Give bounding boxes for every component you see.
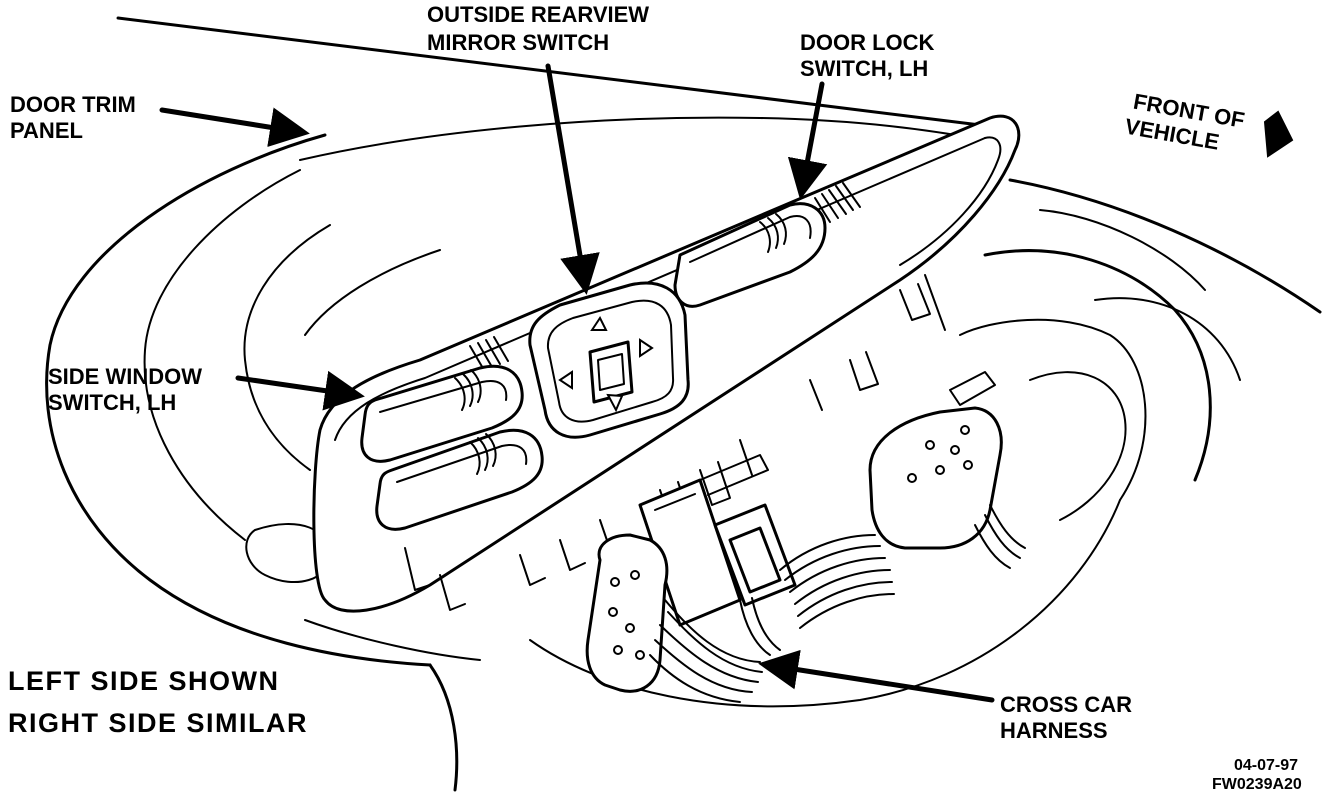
note-side-shown: LEFT SIDE SHOWN RIGHT SIDE SIMILAR: [8, 666, 308, 738]
svg-text:SIDE WINDOW: SIDE WINDOW: [48, 364, 202, 389]
svg-text:RIGHT SIDE SIMILAR: RIGHT SIDE SIMILAR: [8, 708, 308, 738]
svg-text:CROSS CAR: CROSS CAR: [1000, 692, 1132, 717]
svg-text:FW0239A20: FW0239A20: [1212, 776, 1302, 793]
side-window-switch-upper: [360, 364, 524, 463]
svg-text:HARNESS: HARNESS: [1000, 718, 1108, 743]
svg-text:OUTSIDE REARVIEW: OUTSIDE REARVIEW: [427, 2, 649, 27]
svg-text:SWITCH, LH: SWITCH, LH: [800, 56, 928, 81]
label-cross-car-harness: CROSS CAR HARNESS: [1000, 692, 1132, 743]
svg-text:DOOR LOCK: DOOR LOCK: [800, 30, 935, 55]
switch-underside-hardware: [404, 274, 1003, 693]
svg-text:PANEL: PANEL: [10, 118, 83, 143]
svg-text:04-07-97: 04-07-97: [1234, 757, 1298, 774]
label-front-of-vehicle: FRONT OF VEHICLE: [1123, 89, 1247, 155]
front-direction-arrow-icon: [1263, 110, 1294, 158]
figure-codes: 04-07-97 FW0239A20: [1212, 757, 1302, 793]
label-side-window-switch: SIDE WINDOW SWITCH, LH: [48, 364, 202, 415]
side-window-switch-lower: [375, 428, 544, 531]
svg-text:DOOR TRIM: DOOR TRIM: [10, 92, 136, 117]
svg-text:MIRROR SWITCH: MIRROR SWITCH: [427, 30, 609, 55]
label-mirror-switch: OUTSIDE REARVIEW MIRROR SWITCH: [427, 2, 649, 55]
svg-text:SWITCH, LH: SWITCH, LH: [48, 390, 176, 415]
svg-text:LEFT SIDE SHOWN: LEFT SIDE SHOWN: [8, 666, 280, 696]
label-door-lock-switch: DOOR LOCK SWITCH, LH: [800, 30, 935, 81]
leader-arrows: [159, 63, 995, 703]
label-door-trim-panel: DOOR TRIM PANEL: [10, 92, 136, 143]
mirror-switch: [528, 281, 690, 439]
